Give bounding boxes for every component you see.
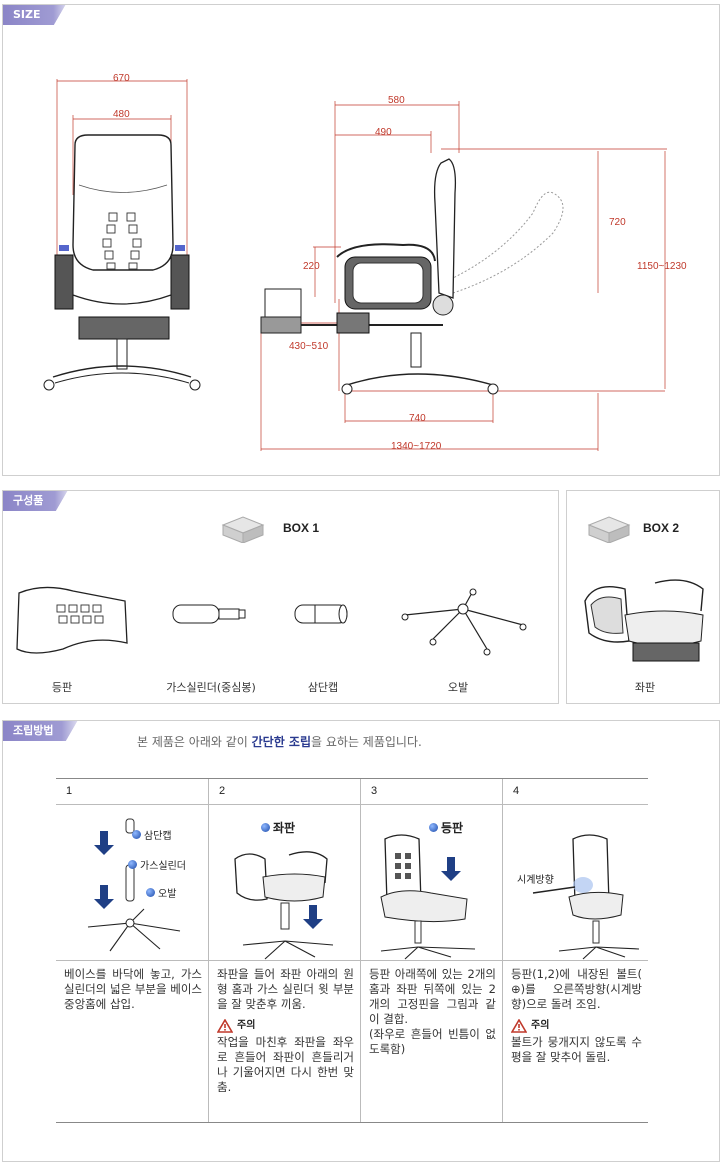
step-2: 2 좌판 좌판을 들어 좌판 아래의 원형 홈과 가스 실린더 윗 부분을 잘 … xyxy=(208,779,360,1122)
size-tab: SIZE xyxy=(3,5,75,25)
bullet-icon xyxy=(261,823,270,832)
dim-220: 220 xyxy=(303,261,320,272)
tag-clockwise: 시계방향 xyxy=(517,875,554,886)
step-number: 1 xyxy=(56,779,208,805)
part-label-cap: 삼단캡 xyxy=(307,681,339,694)
step-3: 3 등판 등판 아래쪽에 있는 2개의 홈과 좌판 뒤쪽에 있는 2개의 고정핀… xyxy=(360,779,502,1122)
base-drawing xyxy=(401,588,527,656)
step-number: 4 xyxy=(503,779,648,805)
box1-panel: 구성품 BOX 1 등판 가스실린더(중심봉) 삼단캡 오발 xyxy=(2,490,559,704)
bullet-icon xyxy=(132,830,141,839)
dim-720: 720 xyxy=(609,217,626,228)
tag-base: 오발 xyxy=(146,885,176,900)
step-1-text: 베이스를 바닥에 놓고, 가스실린더의 넓은 부분을 베이스 중앙홈에 삽입. xyxy=(64,967,202,1011)
step-2-drawing xyxy=(234,851,334,960)
step-4-text: 등판(1,2)에 내장된 볼트( ⊕)를 오른쪽방향(시계방향)으로 돌려 조임… xyxy=(511,967,642,1064)
step-3-note: (좌우로 흔들어 빈틈이 없도록함) xyxy=(369,1027,496,1056)
step-2-text: 좌판을 들어 좌판 아래의 원형 홈과 가스 실린더 윗 부분을 잘 맞춘후 끼… xyxy=(217,967,354,1094)
tag-cap: 삼단캡 xyxy=(132,827,172,842)
seat-part-drawing xyxy=(584,579,704,662)
tag-backrest: 등판 xyxy=(429,819,463,836)
caution-text: 볼트가 뭉개지지 않도록 수평을 잘 맞추어 돌림. xyxy=(511,1035,642,1064)
warning-icon xyxy=(217,1018,233,1033)
step-1-illustration: 삼단캡 가스실린더 오발 xyxy=(56,805,208,961)
bullet-icon xyxy=(146,888,155,897)
caution-label: 주의 xyxy=(511,1018,642,1033)
part-label-backrest: 등판 xyxy=(51,681,73,694)
dim-1150-1230: 1150~1230 xyxy=(637,261,687,272)
box1-label: BOX 1 xyxy=(283,521,320,535)
step-number: 3 xyxy=(361,779,502,805)
part-label-base: 오발 xyxy=(447,681,469,694)
step-3-text: 등판 아래쪽에 있는 2개의 홈과 좌판 뒤쪽에 있는 2개의 고정핀을 그림과… xyxy=(369,967,496,1056)
components-tab: 구성품 xyxy=(3,491,78,511)
assembly-tab: 조립방법 xyxy=(3,721,88,741)
step-1: 1 삼단캡 가스실린더 오발 베이스를 바닥에 놓고, 가스실린더의 넓은 부분… xyxy=(56,779,208,1122)
box-icon xyxy=(587,516,631,543)
size-panel: SIZE 670 xyxy=(2,4,720,476)
dim-490: 490 xyxy=(375,127,392,138)
warning-icon xyxy=(511,1018,527,1033)
box-icon xyxy=(221,516,265,543)
part-label-gas-cylinder: 가스실린더(중심봉) xyxy=(166,681,256,694)
bullet-icon xyxy=(429,823,438,832)
dim-430-510: 430~510 xyxy=(289,341,329,352)
assembly-steps: 1 삼단캡 가스실린더 오발 베이스를 바닥에 놓고, 가스실린더의 넓은 부분… xyxy=(56,778,648,1123)
step-4-illustration: 시계방향 xyxy=(503,805,648,961)
step-number: 2 xyxy=(209,779,360,805)
front-view-drawing xyxy=(43,79,201,391)
step-1-drawing xyxy=(87,818,181,952)
dim-1340-1720: 1340~1720 xyxy=(391,441,442,452)
box2-label: BOX 2 xyxy=(643,521,680,535)
dim-580: 580 xyxy=(388,95,405,106)
backrest-part-drawing xyxy=(16,586,128,654)
step-4-drawing xyxy=(532,834,640,960)
side-view-drawing xyxy=(260,101,667,451)
caution-label: 주의 xyxy=(217,1018,354,1033)
bullet-icon xyxy=(128,860,137,869)
caution-text: 작업을 마친후 좌판을 좌우로 흔들어 좌판이 흔들리거나 기울어지면 다시 한… xyxy=(217,1035,354,1094)
cap-drawing xyxy=(294,604,348,624)
dim-740: 740 xyxy=(409,413,426,424)
assembly-panel: 조립방법 본 제품은 아래와 같이 간단한 조립을 요하는 제품입니다. xyxy=(2,720,720,1162)
tag-gas-cylinder: 가스실린더 xyxy=(128,857,186,872)
step-3-illustration: 등판 xyxy=(361,805,502,961)
part-label-seat: 좌판 xyxy=(634,681,656,694)
dim-480: 480 xyxy=(113,109,130,120)
step-2-illustration: 좌판 xyxy=(209,805,360,961)
box2-panel: BOX 2 좌판 xyxy=(566,490,720,704)
dim-670: 670 xyxy=(113,73,130,84)
assembly-intro: 본 제품은 아래와 같이 간단한 조립을 요하는 제품입니다. xyxy=(137,735,422,749)
step-4: 4 시계방향 등판(1,2)에 내장된 볼트( ⊕)를 오른쪽방향(시계방향)으… xyxy=(502,779,648,1122)
step-3-drawing xyxy=(380,834,476,960)
tag-seat: 좌판 xyxy=(261,819,295,836)
gas-cylinder-drawing xyxy=(172,604,246,624)
